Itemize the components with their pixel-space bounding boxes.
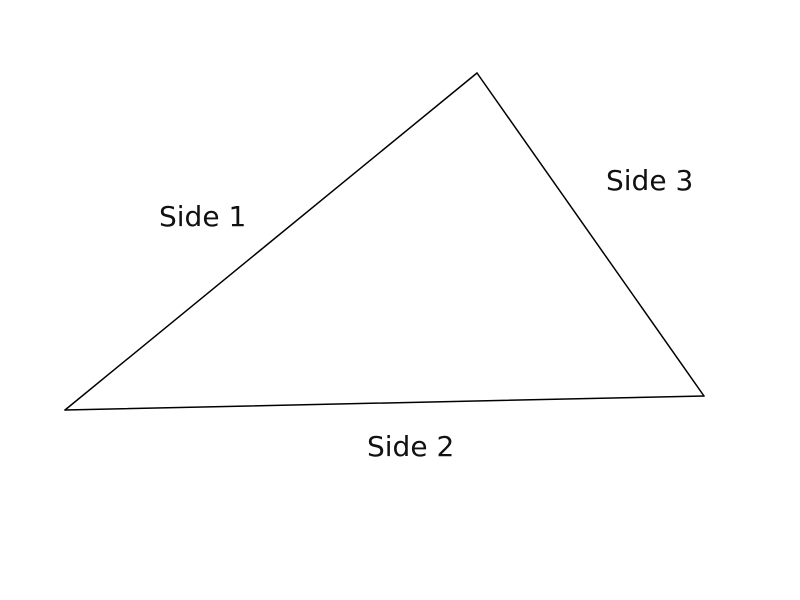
triangle-side-1 <box>64 72 478 411</box>
side-2-label: Side 2 <box>367 430 454 463</box>
side-3-label: Side 3 <box>606 164 693 197</box>
side-1-label: Side 1 <box>159 200 246 233</box>
triangle-side-2 <box>64 395 705 411</box>
triangle-side-3 <box>476 72 705 397</box>
